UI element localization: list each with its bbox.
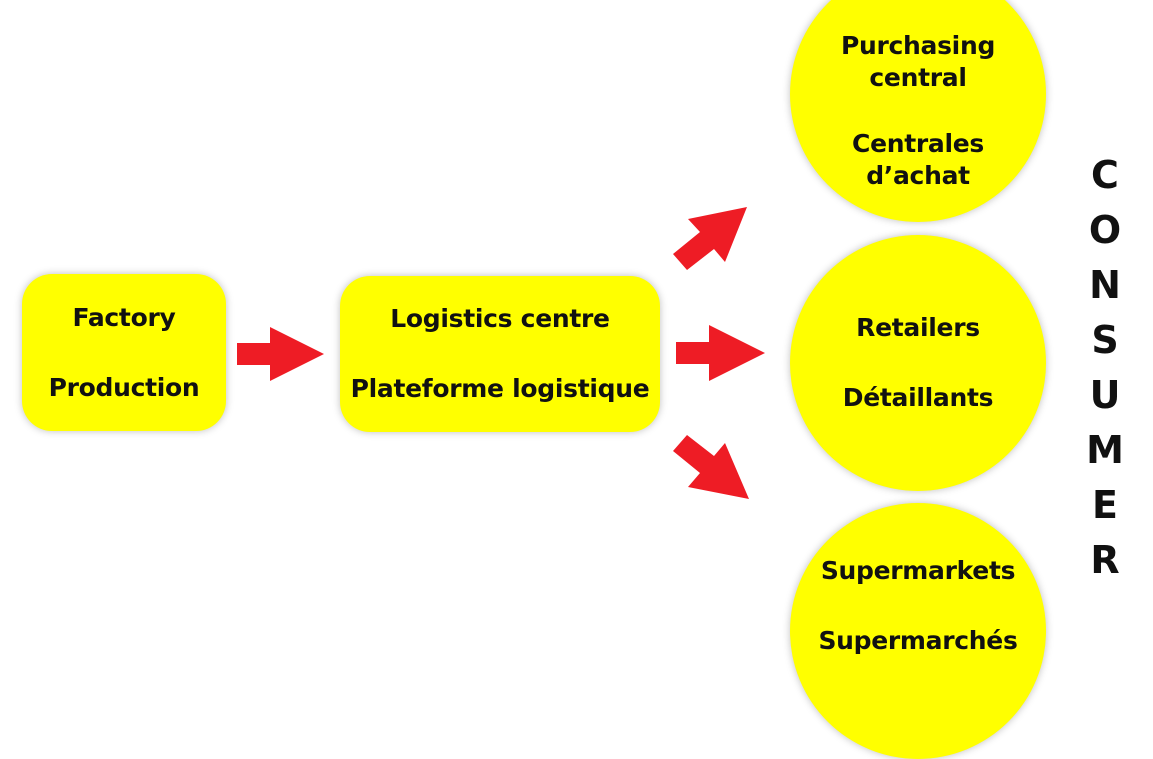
retailers-node: Retailers Détaillants [790, 235, 1046, 491]
consumer-letter: S [1091, 318, 1119, 362]
consumer-letter: C [1091, 153, 1119, 197]
arrow-to-purchasing [673, 207, 747, 270]
arrow-to-supermarkets [673, 435, 749, 499]
arrow-factory-to-logistics [237, 327, 324, 381]
detaillants-label: Détaillants [842, 383, 994, 412]
arrow-down-right-icon [673, 435, 749, 499]
arrow-up-right-icon [673, 207, 747, 270]
arrow-right-icon [237, 327, 324, 381]
supermarches-label: Supermarchés [818, 626, 1018, 655]
consumer-letter: N [1089, 263, 1121, 307]
arrow-right-icon [676, 325, 765, 381]
logistics-node: Logistics centre Plateforme logistique [340, 276, 660, 432]
consumer-label: C O N S U M E R [1080, 148, 1130, 588]
consumer-letter: U [1089, 373, 1121, 417]
central-label: central [869, 63, 967, 92]
logistics-centre-label: Logistics centre [390, 304, 610, 333]
factory-label: Factory [72, 302, 176, 332]
dachat-label: d’achat [866, 161, 970, 190]
consumer-letter: O [1088, 208, 1122, 252]
factory-node: Factory Production [22, 274, 226, 431]
consumer-letter: M [1086, 428, 1124, 472]
plateforme-logistique-label: Plateforme logistique [350, 374, 650, 403]
supermarkets-node: Supermarkets Supermarchés [790, 503, 1046, 759]
production-label: Production [48, 372, 200, 402]
supermarkets-label: Supermarkets [820, 556, 1016, 585]
purchasing-central-node: Purchasing central Centrales d’achat [790, 0, 1046, 222]
consumer-letter: E [1092, 483, 1118, 527]
purchasing-label: Purchasing [840, 31, 996, 60]
arrow-to-retailers [676, 325, 765, 381]
consumer-letter: R [1090, 538, 1120, 582]
retailers-label: Retailers [856, 313, 980, 342]
centrales-label: Centrales [852, 129, 984, 158]
